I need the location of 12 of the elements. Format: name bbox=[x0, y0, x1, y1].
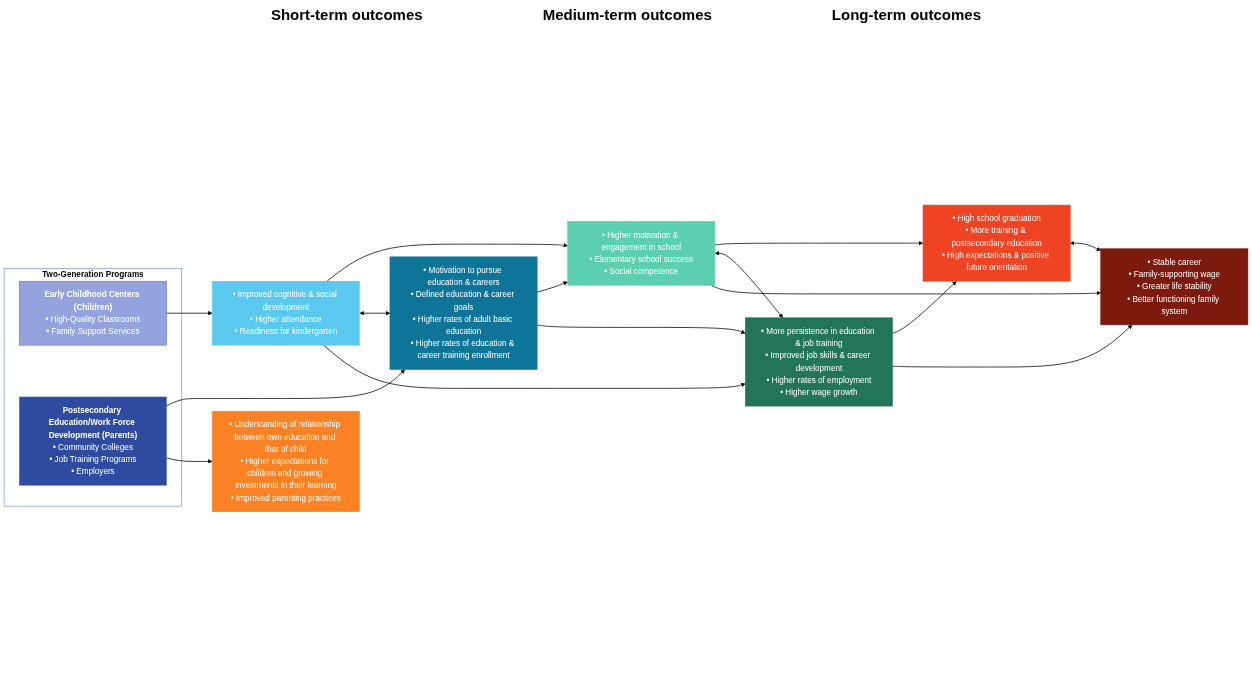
node-box: • Motivation to pursue education & careers • Defined education & career goals • Higher rates of adult basic education • Higher rates of education & career training enrollment bbox=[389, 256, 538, 370]
node-box: • Stable career • Family-supporting wage • Greater life stability • Better functioning family system bbox=[1100, 248, 1249, 325]
node-box: • Improved cognitive & social development • Higher attendance • Readiness for kindergarten bbox=[212, 280, 360, 346]
node-box: Postsecondary Education/Work Force Development (Parents) • Community Colleges • Job Training Programs • Employers bbox=[19, 396, 167, 486]
column-heading: Medium-term outcomes bbox=[542, 5, 712, 23]
node-box: • Higher motivation & engagement in school • Elementary school success • Social competence bbox=[567, 220, 716, 286]
node-box: • High school graduation • More training & postsecondary education • High expectations & positive future orientation bbox=[922, 204, 1071, 282]
column-heading: Short-term outcomes bbox=[270, 5, 423, 23]
node-box: • Understanding of relationship between own education and that of child • Higher expectations for children and growing investments in their learning • Improved parenting practices bbox=[212, 410, 360, 512]
node-box: • More persistence in education & job training • Improved job skills & career development • Higher rates of employment • Higher wage growth bbox=[745, 317, 893, 406]
node-box: Early Childhood Centers (Children) • High-Quality Classrooms • Family Support Services bbox=[19, 280, 167, 346]
column-heading: Long-term outcomes bbox=[831, 5, 982, 23]
